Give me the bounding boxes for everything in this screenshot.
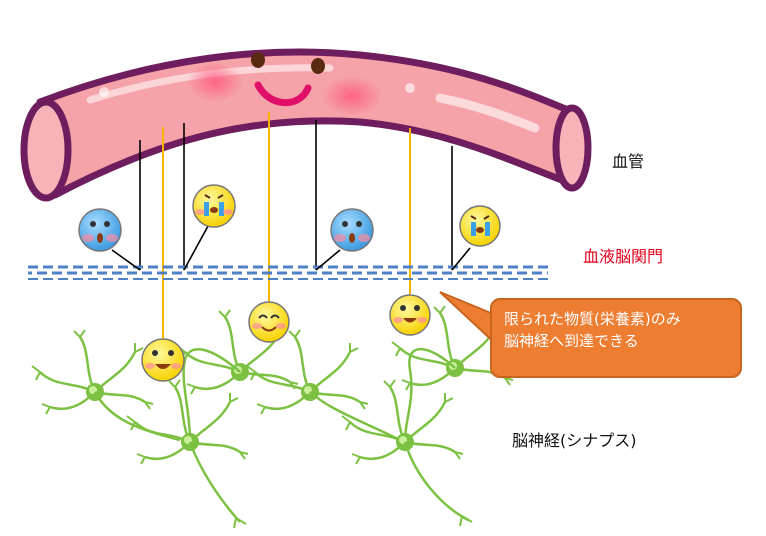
passing-substance-happy-2 <box>248 301 290 343</box>
blood-vessel <box>20 48 592 202</box>
passing-substance-happy-3 <box>389 294 431 336</box>
vessel-right-opening <box>552 104 592 192</box>
label-nerve-synapse: 脳神経(シナプス) <box>512 431 637 450</box>
label-blood-vessel: 血管 <box>612 152 645 171</box>
callout-box: 限られた物質(栄養素)のみ 脳神経へ到達できる <box>490 298 742 378</box>
blocked-substance-crying-1 <box>183 184 236 271</box>
passing-substance-happy-1 <box>141 338 185 382</box>
label-blood-brain-barrier: 血液脳関門 <box>583 247 664 266</box>
vessel-eye-left <box>251 52 265 68</box>
blocked-substance-crying-2 <box>451 205 501 271</box>
connector-lines <box>139 112 453 345</box>
vessel-left-opening <box>20 98 72 202</box>
blocked-substance-blue-1 <box>78 208 141 271</box>
neurons <box>30 304 515 529</box>
blocked-substance-blue-2 <box>315 208 374 271</box>
vessel-eye-right <box>311 58 325 74</box>
callout-line-2: 脳神経へ到達できる <box>504 332 639 350</box>
blood-brain-barrier <box>28 265 548 280</box>
vessel-cheek-left <box>187 62 243 102</box>
vessel-cheek-right <box>322 76 382 116</box>
vessel-smile <box>254 81 312 107</box>
callout-line-1: 限られた物質(栄養素)のみ <box>504 310 681 328</box>
